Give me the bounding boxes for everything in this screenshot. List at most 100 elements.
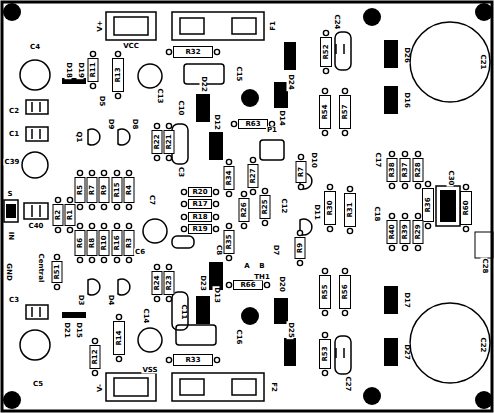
resistor-box: R31 bbox=[344, 193, 356, 227]
resistor-box: R32 bbox=[173, 46, 213, 58]
resistor-lead bbox=[55, 227, 60, 232]
resistor-lead bbox=[154, 296, 159, 301]
part-label: R13 bbox=[115, 67, 122, 82]
resistor-lead bbox=[402, 183, 407, 188]
silkscreen-label: VSS bbox=[141, 367, 158, 374]
silkscreen-label: C3 bbox=[177, 166, 184, 178]
part-label: R63 bbox=[245, 121, 260, 128]
resistor-box: R16 bbox=[112, 230, 123, 256]
part-label: R16 bbox=[114, 235, 121, 250]
part-label: R53 bbox=[322, 346, 329, 361]
silkscreen-label: D9 bbox=[107, 118, 114, 131]
part-label: R35 bbox=[226, 234, 233, 249]
silkscreen-label: B bbox=[258, 263, 265, 270]
resistor-lead bbox=[323, 30, 328, 35]
silkscreen-label: C16 bbox=[235, 329, 242, 346]
resistor-box: R66 bbox=[233, 280, 263, 290]
part-label: R17 bbox=[192, 201, 207, 208]
part-label: R33 bbox=[185, 357, 200, 364]
resistor-box: R21 bbox=[164, 130, 175, 154]
resistor-lead bbox=[101, 204, 106, 209]
silkscreen-label: F1 bbox=[270, 20, 277, 32]
resistor-lead bbox=[166, 296, 171, 301]
resistor-lead bbox=[89, 223, 94, 228]
resistor-lead bbox=[77, 170, 82, 175]
resistor-lead bbox=[214, 49, 219, 54]
resistor-lead bbox=[322, 268, 327, 273]
silkscreen-label: D3 bbox=[77, 294, 84, 307]
part-label: R4 bbox=[126, 185, 133, 195]
part-label: R24 bbox=[154, 275, 161, 290]
silkscreen-label: D25 bbox=[287, 321, 294, 339]
resistor-lead bbox=[402, 213, 407, 218]
resistor-lead bbox=[214, 357, 219, 362]
resistor-box: R13 bbox=[112, 58, 124, 92]
resistor-box: R40 bbox=[387, 220, 398, 244]
resistor-lead bbox=[114, 223, 119, 228]
resistor-lead bbox=[166, 357, 171, 362]
silkscreen-label: C18 bbox=[373, 206, 380, 223]
resistor-box: R2 bbox=[53, 204, 64, 226]
resistor-lead bbox=[101, 223, 106, 228]
resistor-box: R53 bbox=[319, 339, 331, 369]
resistor-box: R37 bbox=[400, 158, 411, 182]
resistor-box: R55 bbox=[319, 275, 331, 309]
resistor-lead bbox=[89, 257, 94, 262]
resistor-lead bbox=[54, 284, 59, 289]
silkscreen-label: C11 bbox=[180, 304, 187, 321]
part-label: R54 bbox=[322, 104, 329, 119]
resistor-lead bbox=[115, 51, 120, 56]
resistor-lead bbox=[342, 310, 347, 315]
resistor-lead bbox=[264, 282, 269, 287]
part-label: R21 bbox=[166, 134, 173, 149]
resistor-lead bbox=[101, 257, 106, 262]
resistor-lead bbox=[226, 191, 231, 196]
resistor-lead bbox=[77, 257, 82, 262]
resistor-box: R51 bbox=[52, 261, 63, 283]
silkscreen-label: D19 bbox=[77, 61, 84, 79]
part-label: R36 bbox=[425, 197, 432, 212]
silkscreen-label: C40 bbox=[28, 223, 45, 230]
silkscreen-label: TH1 bbox=[253, 274, 271, 281]
silkscreen-label: D18 bbox=[65, 61, 72, 79]
resistor-box: R26 bbox=[239, 198, 250, 222]
resistor-lead bbox=[101, 170, 106, 175]
resistor-box: R30 bbox=[324, 191, 336, 225]
part-label: R60 bbox=[463, 200, 470, 215]
part-label: R51 bbox=[54, 264, 61, 279]
resistor-box: R34 bbox=[224, 166, 235, 190]
part-label: R40 bbox=[389, 224, 396, 239]
resistor-lead bbox=[402, 245, 407, 250]
silkscreen-label: Q1 bbox=[75, 131, 82, 144]
resistor-lead bbox=[342, 268, 347, 273]
resistor-lead bbox=[298, 184, 303, 189]
resistor-box: R60 bbox=[460, 191, 472, 225]
resistor-lead bbox=[54, 254, 59, 259]
part-label: R30 bbox=[327, 200, 334, 215]
part-label: R25 bbox=[262, 199, 269, 214]
resistor-lead bbox=[126, 257, 131, 262]
silkscreen-label: D7 bbox=[272, 244, 279, 257]
resistor-box: R22 bbox=[152, 130, 163, 154]
resistor-lead bbox=[226, 159, 231, 164]
resistor-box: R11 bbox=[88, 58, 99, 82]
resistor-lead bbox=[92, 370, 97, 375]
resistor-lead bbox=[166, 123, 171, 128]
resistor-lead bbox=[181, 201, 186, 206]
resistor-box: R6 bbox=[75, 230, 86, 256]
resistor-lead bbox=[323, 68, 328, 73]
resistor-lead bbox=[389, 245, 394, 250]
silkscreen-label: IN bbox=[7, 231, 14, 241]
resistor-lead bbox=[322, 88, 327, 93]
silkscreen-label: D21 bbox=[63, 321, 70, 339]
silkscreen-label: D10 bbox=[310, 151, 317, 169]
silkscreen-label: GND bbox=[5, 262, 12, 281]
part-label: R15 bbox=[114, 182, 121, 197]
silkscreen-label: D17 bbox=[403, 291, 410, 309]
part-label: R8 bbox=[89, 238, 96, 248]
part-label: R1 bbox=[67, 210, 74, 220]
part-label: R9 bbox=[101, 185, 108, 195]
silkscreen-label: D16 bbox=[403, 91, 410, 109]
resistor-box: R39 bbox=[400, 220, 411, 244]
silkscreen-label: D8 bbox=[131, 118, 138, 131]
